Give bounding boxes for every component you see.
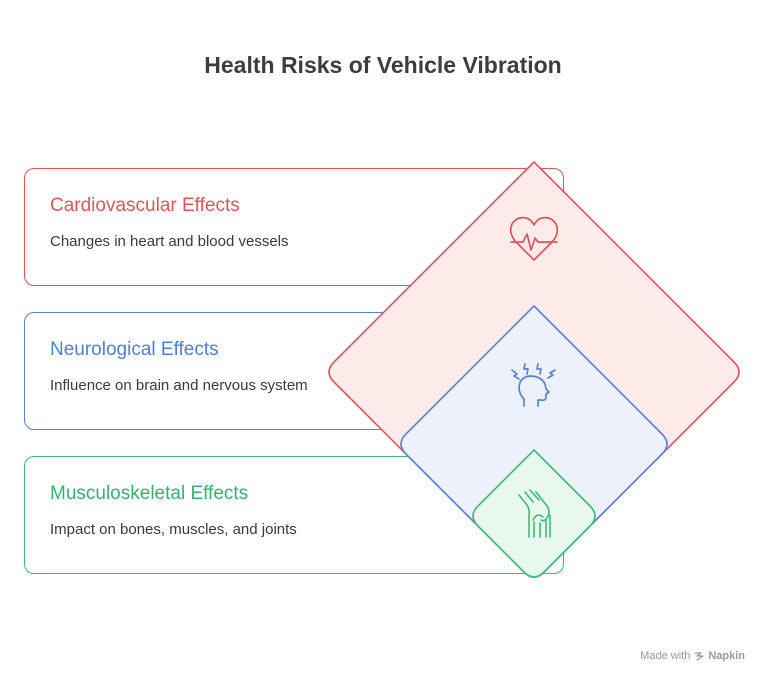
musculoskeletal-diamond xyxy=(472,448,596,578)
musculoskeletal-description: Impact on bones, muscles, and joints xyxy=(50,521,297,538)
made-with-label: Made with xyxy=(640,650,691,662)
neurological-title: Neurological Effects xyxy=(50,339,219,360)
musculoskeletal-title: Musculoskeletal Effects xyxy=(50,483,249,504)
diagram-title: Health Risks of Vehicle Vibration xyxy=(204,52,562,78)
napkin-logo-icon xyxy=(694,652,704,661)
head-brain-icon xyxy=(511,363,556,407)
knee-joint-icon xyxy=(518,489,551,538)
cardiovascular-description: Changes in heart and blood vessels xyxy=(50,233,289,250)
neurological-description: Influence on brain and nervous system xyxy=(50,377,308,394)
heart-pulse-icon xyxy=(509,216,559,261)
footer-attribution[interactable]: Made with Napkin xyxy=(640,650,745,662)
napkin-brand-label: Napkin xyxy=(708,650,745,662)
cardiovascular-title: Cardiovascular Effects xyxy=(50,195,240,216)
